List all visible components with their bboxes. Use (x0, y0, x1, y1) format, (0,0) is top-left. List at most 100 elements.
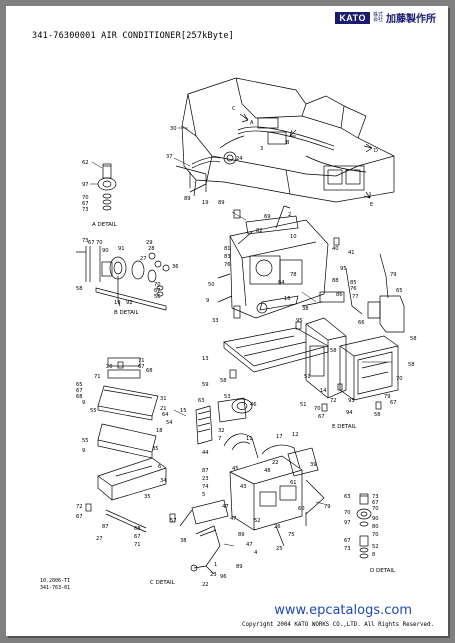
callout: 1 (214, 562, 217, 568)
callout: 70 (372, 532, 379, 538)
callout: 12 (292, 432, 299, 438)
callout: 30 (170, 126, 177, 132)
brand-company-name: 加藤製作所 (386, 14, 436, 25)
callout: 35 (144, 494, 151, 500)
bolt-fasteners (85, 209, 382, 523)
callout: 41 (348, 250, 355, 256)
callout: 81 (224, 246, 231, 252)
callout: 67 (318, 414, 325, 420)
callout: 97 (344, 520, 351, 526)
callout: 16 (284, 296, 291, 302)
callout: 79 (384, 394, 391, 400)
footer-codes: 10.2006-TI 341-763-01 (40, 578, 70, 592)
callout: 90 (102, 248, 109, 254)
callout: 9 (206, 298, 209, 304)
callout: 58 (374, 412, 381, 418)
brand-small-bottom: 会社 (372, 16, 383, 23)
callout: 95 (296, 318, 303, 324)
callout: 72 (76, 504, 83, 510)
callout: 35 (152, 446, 159, 452)
exploded-parts-drawing: A C B D E A DETAIL B DETAIL C DETAIL D D… (76, 77, 417, 588)
callout: 88 (332, 278, 339, 284)
callout: 67 (82, 201, 89, 207)
kato-brand: KATO 株式 会社 加藤製作所 (335, 10, 436, 25)
watermark-link[interactable]: www.epcatalogs.com (274, 603, 412, 618)
view-letter-d: D (374, 148, 378, 154)
callout: 67 (76, 388, 83, 394)
callout: 7 (218, 436, 221, 442)
callout: 68 (76, 394, 83, 400)
callout: 67 (88, 240, 95, 246)
callout: 67 (390, 400, 397, 406)
callout: 48 (264, 468, 271, 474)
view-letter-labels: A C B D E (232, 106, 378, 208)
brand-small-top: 株式 (372, 11, 383, 18)
callout: 40 (332, 246, 339, 252)
callout: 68 (134, 526, 141, 532)
callout: 23 (210, 572, 217, 578)
callout: 97 (82, 182, 89, 188)
callout: 22 (202, 582, 209, 588)
callout: 34 (160, 478, 167, 484)
callout: 45 (232, 466, 239, 472)
callout: 73 (372, 494, 379, 500)
callout: 61 (290, 480, 297, 486)
b-detail-parts (76, 246, 170, 311)
callout: 15 (180, 408, 187, 414)
callout: 78 (290, 272, 297, 278)
callout: 89 (238, 532, 245, 538)
callout: 96 (220, 574, 227, 580)
callout: 38 (180, 538, 187, 544)
callout: 75 (288, 532, 295, 538)
callout: 89 (184, 196, 191, 202)
callout: 70 (372, 506, 379, 512)
callout: 76 (224, 262, 231, 268)
document-title: 341-76300001 AIR CONDITIONER[257kByte] (32, 31, 235, 41)
callout: 59 (202, 382, 209, 388)
callout: 77 (352, 294, 359, 300)
callout: 47 (230, 516, 237, 522)
callout: 94 (346, 410, 353, 416)
callout: 13 (202, 356, 209, 362)
callout: 67 (372, 500, 379, 506)
callout: 11 (246, 436, 253, 442)
callout: 70 (154, 282, 161, 288)
callout: 39 (310, 462, 317, 468)
callout: 23 (202, 476, 209, 482)
callout: 31 (160, 396, 167, 402)
footer-code-date: 10.2006-TI (40, 578, 71, 584)
callout: 58 (76, 286, 83, 292)
callout: 73 (82, 207, 89, 213)
callout: 18 (156, 428, 163, 434)
brand-company-mark: 株式 会社 (372, 11, 383, 23)
callout: 55 (90, 408, 97, 414)
view-arrows (239, 113, 373, 199)
callout: 47 (222, 504, 229, 510)
callout: 21 (160, 406, 167, 412)
callout: 70 (344, 510, 351, 516)
view-letter-b: B (286, 140, 290, 146)
callout: 10 (290, 234, 297, 240)
callout: 58 (410, 336, 417, 342)
callout: 67 (344, 538, 351, 544)
callout: 51 (300, 402, 307, 408)
d-detail-label: D DETAIL (370, 568, 396, 574)
callout: 17 (276, 434, 283, 440)
callout: 87 (102, 524, 109, 530)
callout: 70 (82, 195, 89, 201)
callout: 86 (336, 292, 343, 298)
cab-duct-lines (175, 117, 367, 192)
callout: 3 (260, 146, 263, 152)
copyright-notice: Copyright 2004 KATO WORKS CO.,LTD. All R… (242, 622, 434, 628)
a-detail-label: A DETAIL (92, 222, 118, 228)
callout: 89 (218, 200, 225, 206)
callout: 87 (202, 468, 209, 474)
callout: 27 (96, 536, 103, 542)
callout: 24 (236, 156, 243, 162)
callout: 47 (246, 542, 253, 548)
b-detail-label: B DETAIL (114, 310, 140, 316)
callout: 71 (134, 542, 141, 548)
callout: 26 (274, 524, 281, 530)
callout: 71 (138, 358, 145, 364)
callout: 50 (208, 282, 215, 288)
